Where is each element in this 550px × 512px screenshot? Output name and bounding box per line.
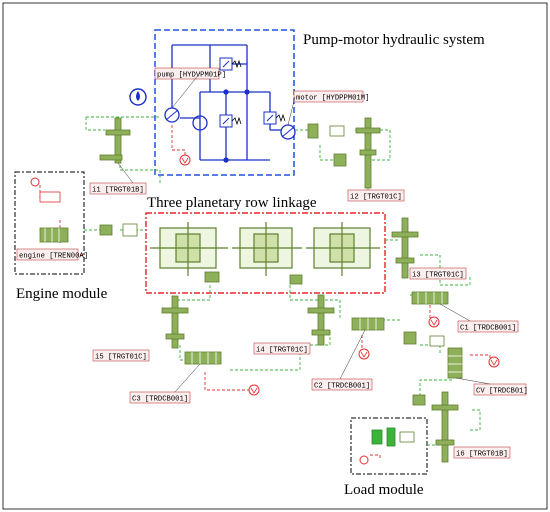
tag-c1-text: C1 [TRDCB001] <box>460 325 516 333</box>
gear-i6 <box>431 391 459 463</box>
planetary-coupler-b <box>289 274 303 285</box>
component-tags: pump [HYDVPM01P] motor [HYDPPM01M] engin… <box>16 67 528 459</box>
sensor-dial-icon <box>179 154 500 396</box>
tag-cv: CV [TRDCB01] <box>473 383 528 396</box>
motor-symbol <box>280 124 296 140</box>
title-planetary: Three planetary row linkage <box>147 195 317 211</box>
tag-i2: i2 [TRGT01C] <box>347 189 405 202</box>
gear-icon <box>150 222 380 285</box>
tag-i5-text: i5 [TRGT01C] <box>95 354 147 362</box>
planetary-coupler-a <box>204 271 220 283</box>
planetary-row-2 <box>232 222 302 276</box>
pump-motor-box <box>154 29 295 176</box>
tag-i6: i6 [TRGT01B] <box>453 446 511 459</box>
tag-i4-text: i4 [TRGT01C] <box>256 347 308 355</box>
tag-engine: engine [TREN00A] <box>16 248 88 261</box>
clutch-cv <box>447 347 463 379</box>
valve-top <box>219 57 242 71</box>
gear-i4 <box>307 294 335 346</box>
clutch-icon <box>184 291 463 379</box>
tag-c2: C2 [TRDCB001] <box>311 378 373 391</box>
planetary-row-3 <box>306 222 380 276</box>
shaft-icon <box>99 117 459 463</box>
clutch-c2 <box>351 317 385 331</box>
tag-motor: motor [HYDPPM01M] <box>293 90 369 103</box>
tag-i4: i4 [TRGT01C] <box>253 342 311 355</box>
planetary-box <box>145 212 386 294</box>
gear-i5 <box>161 295 189 349</box>
tag-c2-text: C2 [TRDCB001] <box>314 383 370 391</box>
valve-right <box>263 111 286 125</box>
tag-i2-text: i2 [TRGT01C] <box>350 194 402 202</box>
clutch-c1 <box>411 291 449 305</box>
gear-i2 <box>355 117 381 189</box>
load-box <box>350 417 428 475</box>
tag-pump: pump [HYDVPM01P] <box>154 67 226 80</box>
sensor-marks <box>181 157 498 394</box>
tag-i5: i5 [TRGT01C] <box>92 349 150 362</box>
tag-i1-text: i1 [TRGT01B] <box>92 187 144 195</box>
tag-i6-text: i6 [TRGT01B] <box>456 451 508 459</box>
tag-c1: C1 [TRDCB001] <box>457 320 519 333</box>
planetary-row-1 <box>150 222 228 276</box>
tag-i3: i3 [TRGT01C] <box>409 267 467 280</box>
tag-c3: C3 [TRDCB001] <box>129 391 191 404</box>
tag-engine-text: engine [TREN00A] <box>19 253 88 261</box>
load-internals <box>359 427 415 465</box>
engine-internals <box>30 177 69 243</box>
title-pump-motor: Pump-motor hydraulic system <box>303 32 485 48</box>
oil-drop-icon <box>129 88 147 106</box>
valve-mid <box>219 114 242 128</box>
title-engine: Engine module <box>16 286 108 302</box>
tag-i3-text: i3 [TRGT01C] <box>412 272 464 280</box>
tag-pump-text: pump [HYDVPM01P] <box>157 72 226 80</box>
coupler-elements <box>99 123 445 406</box>
pump-symbol <box>164 107 180 123</box>
tag-leaders <box>117 72 491 393</box>
tag-c3-text: C3 [TRDCB001] <box>132 396 188 404</box>
clutch-c3 <box>184 351 222 365</box>
engine-box <box>14 171 85 275</box>
gear-i3 <box>391 217 419 279</box>
title-load: Load module <box>344 482 424 498</box>
gear-i1 <box>99 117 131 164</box>
tag-cv-text: CV [TRDCB01] <box>476 388 528 396</box>
tag-motor-text: motor [HYDPPM01M] <box>296 95 369 103</box>
tag-i1: i1 [TRGT01B] <box>89 182 147 195</box>
